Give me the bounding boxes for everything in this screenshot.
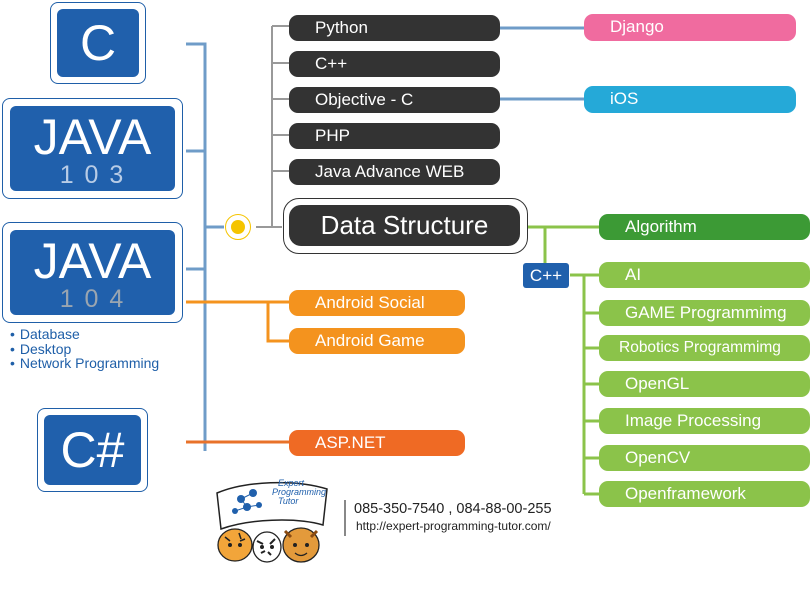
- topic-openframework[interactable]: Openframework: [599, 481, 810, 507]
- data-structure-label: Data Structure: [289, 205, 520, 246]
- logo-text-expert: Expert: [278, 478, 305, 488]
- contact-url[interactable]: http://expert-programming-tutor.com/: [356, 519, 551, 533]
- topic-network-programming: Network Programming: [10, 356, 159, 371]
- topic-opencv[interactable]: OpenCV: [599, 445, 810, 471]
- java-104-topic-list: Database Desktop Network Programming: [10, 327, 159, 371]
- topic-desktop: Desktop: [10, 341, 159, 357]
- footer-divider: [344, 500, 346, 536]
- cpp-tag[interactable]: C++: [523, 263, 569, 288]
- topic-opengl[interactable]: OpenGL: [599, 371, 810, 397]
- contact-phones: 085-350-7540 , 084-88-00-255: [354, 501, 552, 517]
- topic-robotics-programming[interactable]: Robotics Programmimg: [599, 335, 810, 361]
- branch-objective-c[interactable]: Objective - C: [289, 87, 500, 113]
- logo-text: Expert Programming Tutor: [264, 479, 326, 506]
- csharp-label: C#: [44, 415, 141, 485]
- branch-php[interactable]: PHP: [289, 123, 500, 149]
- java-104-title: JAVA: [33, 233, 152, 289]
- junction-node: [225, 214, 251, 240]
- c-card[interactable]: C: [50, 2, 146, 84]
- java-104-card[interactable]: JAVA 1 0 4: [2, 222, 183, 323]
- django-pill[interactable]: Django: [584, 14, 796, 41]
- branch-python[interactable]: Python: [289, 15, 500, 41]
- java-103-number: 1 0 3: [59, 161, 126, 189]
- java-103-title: JAVA: [33, 109, 152, 165]
- branch-cpp[interactable]: C++: [289, 51, 500, 77]
- topic-game-programming[interactable]: GAME Programmimg: [599, 300, 810, 326]
- android-social-pill[interactable]: Android Social: [289, 290, 465, 316]
- tutor-logo: [216, 481, 328, 563]
- topic-database: Database: [10, 327, 159, 342]
- data-structure-node[interactable]: Data Structure: [283, 198, 528, 254]
- csharp-card[interactable]: C#: [37, 408, 148, 492]
- c-label: C: [57, 9, 139, 77]
- algorithm-pill[interactable]: Algorithm: [599, 214, 810, 240]
- java-104-number: 1 0 4: [59, 285, 126, 313]
- logo-text-programming: Programming: [272, 487, 327, 497]
- aspnet-pill[interactable]: ASP.NET: [289, 430, 465, 456]
- topic-ai[interactable]: AI: [599, 262, 810, 288]
- ios-pill[interactable]: iOS: [584, 86, 796, 113]
- branch-java-advance-web[interactable]: Java Advance WEB: [289, 159, 500, 185]
- topic-image-processing[interactable]: Image Processing: [599, 408, 810, 434]
- android-game-pill[interactable]: Android Game: [289, 328, 465, 354]
- logo-text-tutor: Tutor: [278, 496, 299, 506]
- java-103-card[interactable]: JAVA 1 0 3: [2, 98, 183, 199]
